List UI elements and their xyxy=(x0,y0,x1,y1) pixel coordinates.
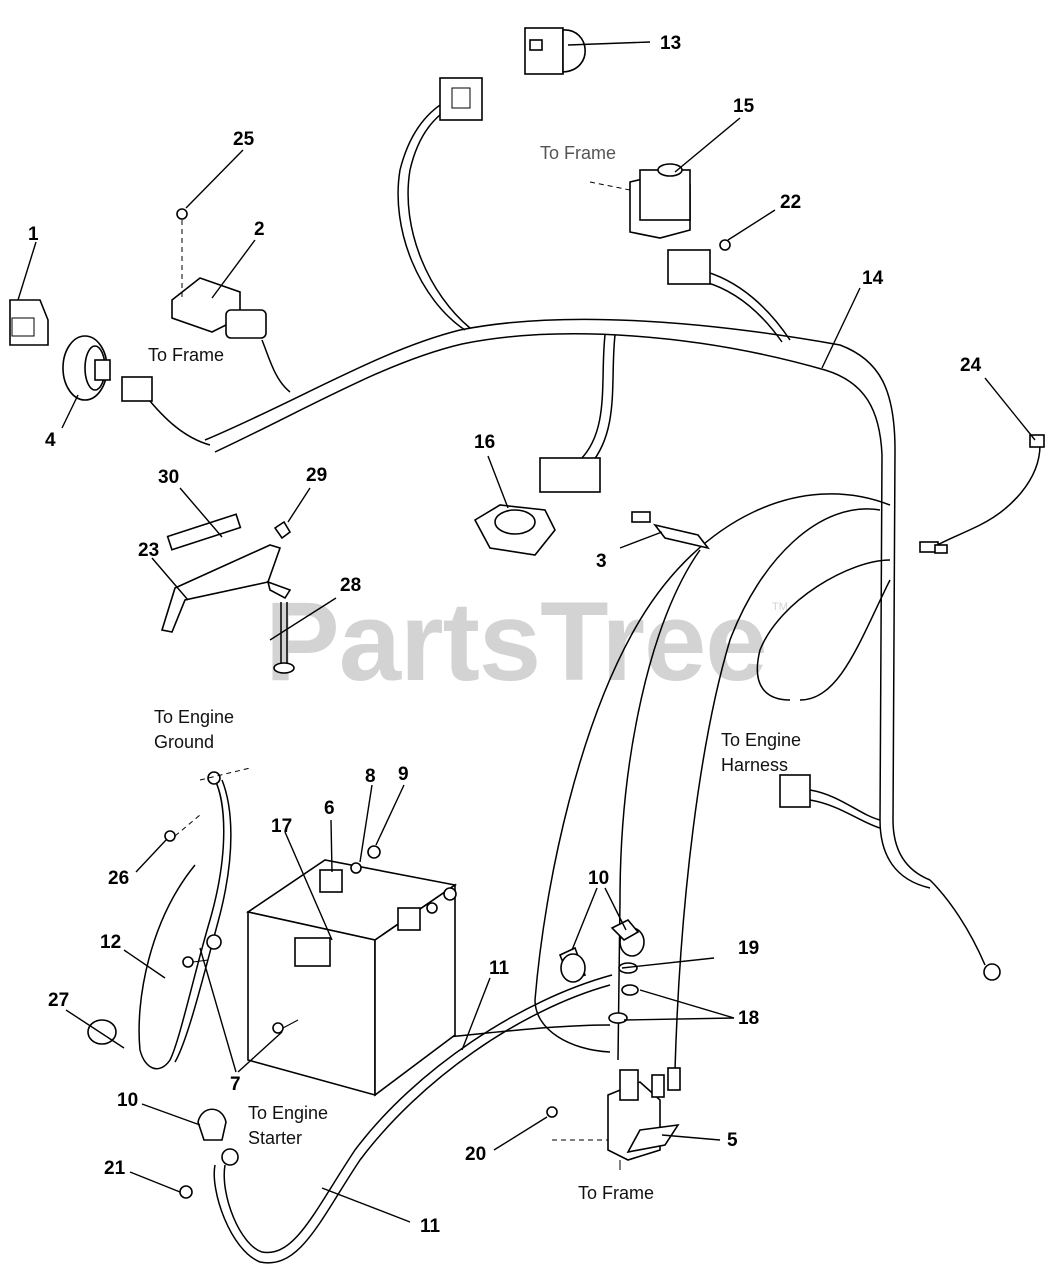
label-to-frame-bottom: To Frame xyxy=(578,1183,654,1203)
callout-6: 6 xyxy=(324,798,335,819)
ground-ring-terminal xyxy=(206,934,222,950)
part-2-relay xyxy=(171,208,267,339)
label-engine-harness-line1: To Engine xyxy=(721,730,801,750)
callout-11a: 11 xyxy=(489,958,510,979)
callout-22: 22 xyxy=(780,192,801,213)
part-18-19-washers xyxy=(608,962,639,1024)
callout-30: 30 xyxy=(158,467,179,488)
callout-16: 16 xyxy=(474,432,495,453)
starter-ring-terminal xyxy=(221,1148,239,1166)
callout-11b: 11 xyxy=(420,1216,441,1237)
watermark-tm: TM xyxy=(772,601,788,613)
part-17-battery xyxy=(246,845,458,1097)
part-10-terminal-boots xyxy=(197,919,645,1141)
screw-25 xyxy=(176,208,188,220)
callout-23: 23 xyxy=(138,540,159,561)
switch-connector xyxy=(667,249,711,285)
part-29-nut xyxy=(273,520,292,540)
part-23-bracket xyxy=(160,513,292,633)
main-wiring-harness xyxy=(121,77,1001,981)
label-engine-ground-line1: To Engine xyxy=(154,707,234,727)
callout-5: 5 xyxy=(727,1130,738,1151)
label-to-frame-left: To Frame xyxy=(148,345,224,365)
part-5-solenoid xyxy=(546,1067,681,1170)
ground-ring-terminal-top xyxy=(207,771,221,785)
callout-12: 12 xyxy=(100,932,121,953)
leader-lines xyxy=(17,41,1036,1223)
callout-1: 1 xyxy=(28,224,39,245)
part-8-washer xyxy=(350,862,362,874)
callout-9: 9 xyxy=(398,764,409,785)
key-switch-connector xyxy=(121,376,153,402)
callout-numbers: 1 2 3 4 5 6 7 8 9 10 10 11 11 12 13 14 1… xyxy=(28,33,982,1237)
callout-20: 20 xyxy=(465,1144,486,1165)
part-9-nut xyxy=(367,845,381,859)
callout-8: 8 xyxy=(365,766,376,787)
part-26-screw xyxy=(164,767,251,842)
callout-15: 15 xyxy=(733,96,755,117)
callout-13: 13 xyxy=(660,33,681,54)
part-13-switch xyxy=(524,27,586,75)
part-6-terminal xyxy=(319,869,343,893)
callout-25: 25 xyxy=(233,129,255,150)
watermark: PartsTree xyxy=(265,579,767,704)
callout-24: 24 xyxy=(960,355,982,376)
part-20-screw xyxy=(546,1106,558,1118)
callout-4: 4 xyxy=(45,430,56,451)
callout-28: 28 xyxy=(340,575,361,596)
engine-harness-connector xyxy=(779,774,811,808)
part-15-seat-switch xyxy=(589,163,731,251)
part-24-fuse xyxy=(934,544,948,554)
part-30-label xyxy=(166,513,242,551)
label-to-frame-top: To Frame xyxy=(540,143,616,163)
callout-14: 14 xyxy=(862,268,884,289)
label-engine-harness-line2: Harness xyxy=(721,755,788,775)
part-3-fuse-holder xyxy=(631,511,710,550)
part-21-nut xyxy=(179,1185,193,1199)
callout-21: 21 xyxy=(104,1158,126,1179)
screw-22 xyxy=(719,239,731,251)
callout-18: 18 xyxy=(738,1008,759,1029)
callout-3: 3 xyxy=(596,551,607,572)
callout-10a: 10 xyxy=(588,868,609,889)
label-engine-starter-line2: Starter xyxy=(248,1128,302,1148)
location-labels: To Frame To Frame To Frame To Engine Gro… xyxy=(148,143,801,1203)
label-engine-starter-line1: To Engine xyxy=(248,1103,328,1123)
part-4-key-switch xyxy=(62,335,111,401)
callout-17: 17 xyxy=(271,816,292,837)
harness-connector-top xyxy=(439,77,483,121)
callout-10b: 10 xyxy=(117,1090,138,1111)
part-1-ignition-switch xyxy=(9,299,49,346)
label-engine-ground-line2: Ground xyxy=(154,732,214,752)
callout-29: 29 xyxy=(306,465,327,486)
callout-7: 7 xyxy=(230,1074,241,1095)
callout-19: 19 xyxy=(738,938,759,959)
ring-terminal xyxy=(983,963,1001,981)
part-7-bolts xyxy=(182,956,299,1034)
callout-2: 2 xyxy=(254,219,265,240)
callout-27: 27 xyxy=(48,990,69,1011)
part-16-pto-switch xyxy=(473,457,601,556)
callout-26: 26 xyxy=(108,868,129,889)
